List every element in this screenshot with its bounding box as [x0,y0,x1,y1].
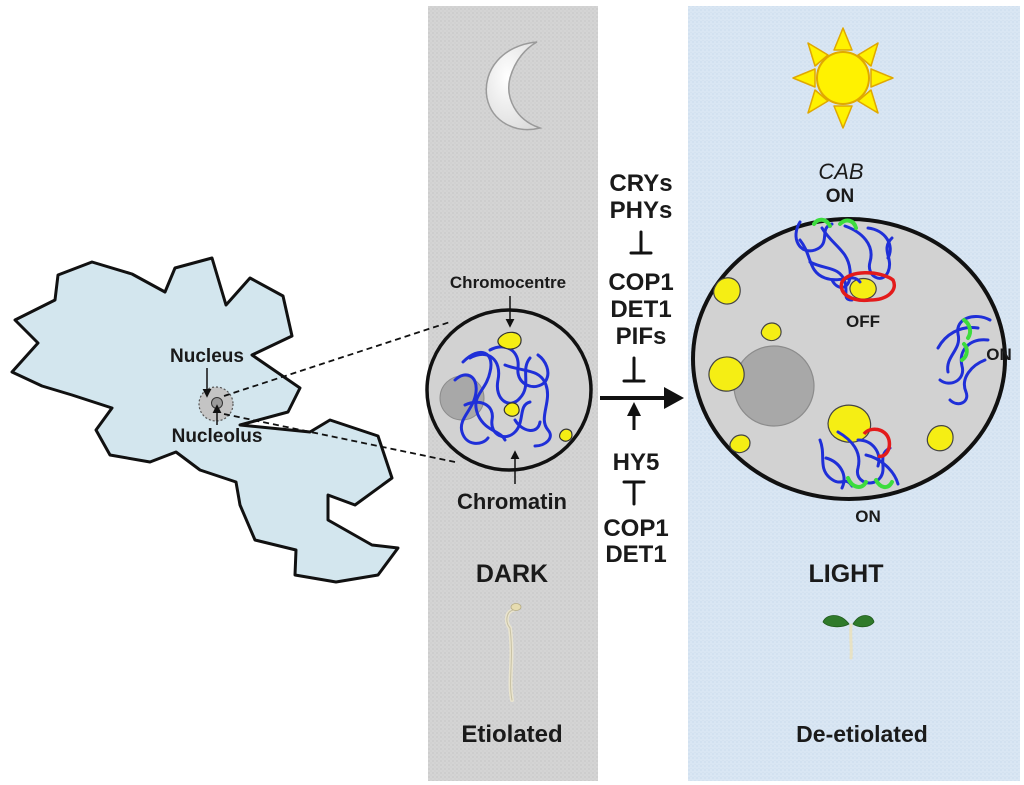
light-chromatin-top [794,220,894,302]
dark-chromocentre [503,402,520,417]
de-etiolated-label: De-etiolated [796,721,928,747]
dark-chromocentre [497,331,522,350]
photoreceptor-cry-label: CRYs [609,170,672,197]
hy5-repressor-cop1-label: COP1 [603,515,668,542]
inhibition-symbol [622,356,646,383]
activator-hy5-label: HY5 [613,449,660,476]
transition-arrowhead [664,387,684,409]
activation-arrowhead [627,402,641,416]
etiolated-seedling-icon [504,603,522,702]
gene-on-region [960,318,973,362]
light-condition-label: LIGHT [809,560,884,588]
gene-on-top-label: ON [826,186,855,207]
hy5-repressor-det1-label: DET1 [605,541,666,568]
chromocentre-label: Chromocentre [450,273,566,292]
inhibition-symbol [622,480,646,506]
gene-on-region [812,217,858,230]
dark-nucleus [425,308,593,472]
gene-on-region [846,476,894,489]
repressor-pifs-label: PIFs [616,323,667,350]
cab-gene-label: CAB [818,159,863,184]
gene-off-label: OFF [846,312,880,331]
plant-cell [10,256,400,584]
light-nucleolus [733,345,815,427]
sun-icon [792,27,894,129]
green-seedling-icon [822,615,875,660]
dark-chromocentre [559,428,573,442]
light-chromatin-right [936,315,992,406]
gene-off-region [839,271,896,303]
gene-on-right-label: ON [986,345,1012,364]
dark-chromatin [453,345,552,448]
photoreceptor-phy-label: PHYs [610,197,673,224]
repressor-cop1-label: COP1 [608,269,673,296]
nucleus-label: Nucleus [170,346,244,367]
gene-on-bottom-label: ON [855,507,881,526]
moon-icon [485,41,543,131]
nucleolus-label: Nucleolus [172,426,263,447]
etiolated-label: Etiolated [461,721,562,748]
repressor-det1-label: DET1 [610,296,671,323]
chromatin-label: Chromatin [457,489,567,514]
gene-off-region [862,427,892,459]
dark-condition-label: DARK [476,560,548,588]
inhibition-symbol [629,230,653,255]
